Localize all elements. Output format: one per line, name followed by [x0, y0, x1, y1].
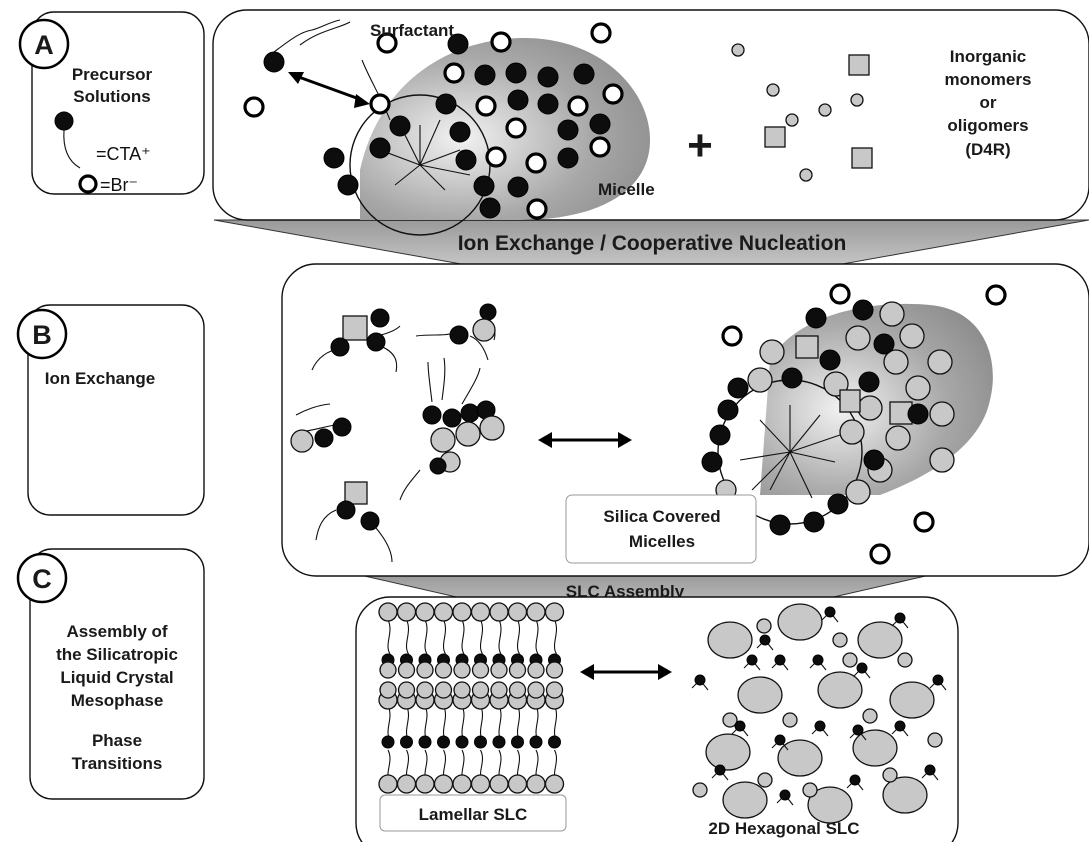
hexagonal-caption: 2D Hexagonal SLC: [708, 819, 859, 838]
inorganic-label-line4: oligomers: [947, 116, 1028, 135]
panel-a-title-line1: Precursor: [72, 65, 153, 84]
panel-c-line2: the Silicatropic: [56, 645, 178, 664]
silica-caption-line2: Micelles: [629, 532, 695, 551]
panel-b-badge: [16, 308, 68, 360]
panel-a-exchange-arrow: [295, 74, 363, 102]
panel-b-label-box: [27, 304, 205, 516]
panel-c-arrowhead-right: [658, 664, 672, 680]
lamellar-caption: Lamellar SLC: [419, 805, 528, 824]
lamellar-phase: [378, 602, 565, 794]
panel-c-label-box: [29, 548, 205, 800]
panel-c-line5: Phase: [92, 731, 142, 750]
cta-legend-text: =CTA⁺: [96, 144, 151, 164]
silica-caption-line1: Silica Covered: [603, 507, 720, 526]
panel-c-line4: Mesophase: [71, 691, 164, 710]
panel-c-arrowhead-left: [580, 664, 594, 680]
surfactant-label: Surfactant: [370, 21, 454, 40]
inorganic-label-line5: (D4R): [965, 140, 1010, 159]
panel-b-arrowhead-left: [538, 432, 552, 448]
inorganic-label-line2: monomers: [945, 70, 1032, 89]
ion-exchange-banner-text: Ion Exchange / Cooperative Nucleation: [458, 232, 847, 255]
panel-b-title: Ion Exchange: [45, 369, 156, 388]
inorganic-label-line1: Inorganic: [950, 47, 1027, 66]
br-legend-icon: [78, 174, 98, 194]
panel-a-arrowhead-right: [354, 94, 370, 108]
inorganic-label-line3: or: [980, 93, 997, 112]
micelle-label: Micelle: [598, 180, 655, 199]
panel-c-line1: Assembly of: [66, 622, 167, 641]
slc-assembly-banner-text: SLC Assembly: [566, 582, 685, 601]
panel-a-title-line2: Solutions: [73, 87, 150, 106]
panel-a-particles: [243, 19, 624, 220]
panel-b-arrowhead-right: [618, 432, 632, 448]
cta-legend-tail: [63, 129, 81, 169]
panel-a-letter: A: [34, 30, 54, 60]
silica-covered-micelle: [701, 283, 1007, 565]
cta-legend-icon: [54, 111, 74, 131]
panel-a-arrowhead-left: [288, 72, 304, 84]
hexagonal-phase: [691, 603, 947, 824]
inorganic-species: [731, 43, 873, 182]
ion-pair-clusters: [290, 303, 505, 563]
panel-c-badge: [16, 552, 68, 604]
plus-sign: +: [687, 121, 713, 170]
silica-caption-frame: [565, 494, 757, 564]
panel-c-letter: C: [32, 564, 52, 594]
br-legend-text: =Br⁻: [100, 175, 138, 195]
lamellar-caption-box: [379, 794, 567, 832]
panel-a-badge: [18, 18, 70, 70]
panel-a-label-box: [31, 11, 205, 195]
panel-c-line3: Liquid Crystal: [60, 668, 173, 687]
panel-b-letter: B: [32, 320, 52, 350]
panel-c-line6: Transitions: [72, 754, 163, 773]
